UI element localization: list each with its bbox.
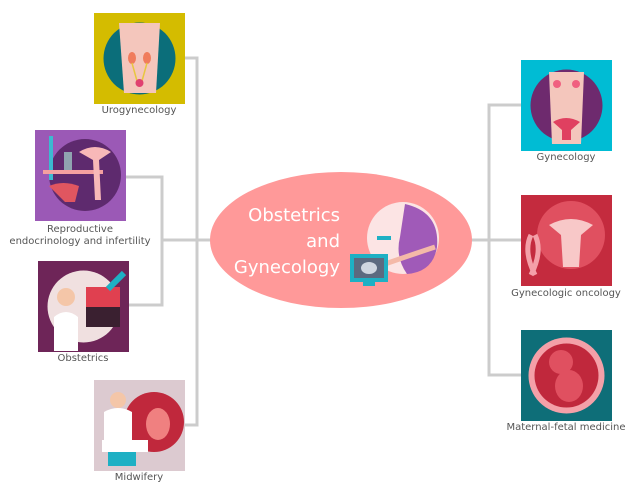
uterus-syringe-icon — [43, 136, 121, 211]
urinary-tract-icon — [103, 22, 176, 95]
center-title-line2: and — [306, 231, 340, 252]
node-gynecology[interactable] — [521, 60, 612, 151]
label-midwifery: Midwifery — [114, 472, 164, 483]
doctor-ultrasound-icon — [47, 270, 127, 351]
label-reproductive-line1: Reproductive — [47, 224, 113, 235]
uterus-body-icon — [530, 69, 603, 144]
center-title-line1: Obstetrics — [248, 205, 340, 226]
node-obstetrics[interactable] — [38, 261, 129, 352]
node-midwifery[interactable] — [94, 380, 185, 471]
midwife-icon — [102, 392, 184, 466]
node-gynecologic-oncology[interactable] — [521, 195, 612, 286]
label-gynecologic-oncology: Gynecologic oncology — [511, 288, 621, 299]
node-maternal-fetal-medicine[interactable] — [521, 330, 612, 421]
node-reproductive-endocrinology[interactable] — [35, 130, 126, 221]
label-reproductive-line2: endocrinology and infertility — [9, 236, 151, 247]
label-gynecology: Gynecology — [536, 152, 596, 163]
center-node[interactable]: Obstetrics and Gynecology — [210, 172, 472, 308]
uterus-ribbon-icon — [525, 201, 605, 277]
center-title-line3: Gynecology — [233, 257, 340, 278]
label-urogynecology: Urogynecology — [101, 105, 177, 116]
label-obstetrics: Obstetrics — [57, 353, 109, 364]
node-urogynecology[interactable] — [94, 13, 185, 104]
fetus-icon — [528, 337, 605, 414]
label-maternal-fetal-medicine: Maternal-fetal medicine — [506, 422, 626, 433]
pregnancy-ultrasound-icon — [350, 202, 439, 286]
